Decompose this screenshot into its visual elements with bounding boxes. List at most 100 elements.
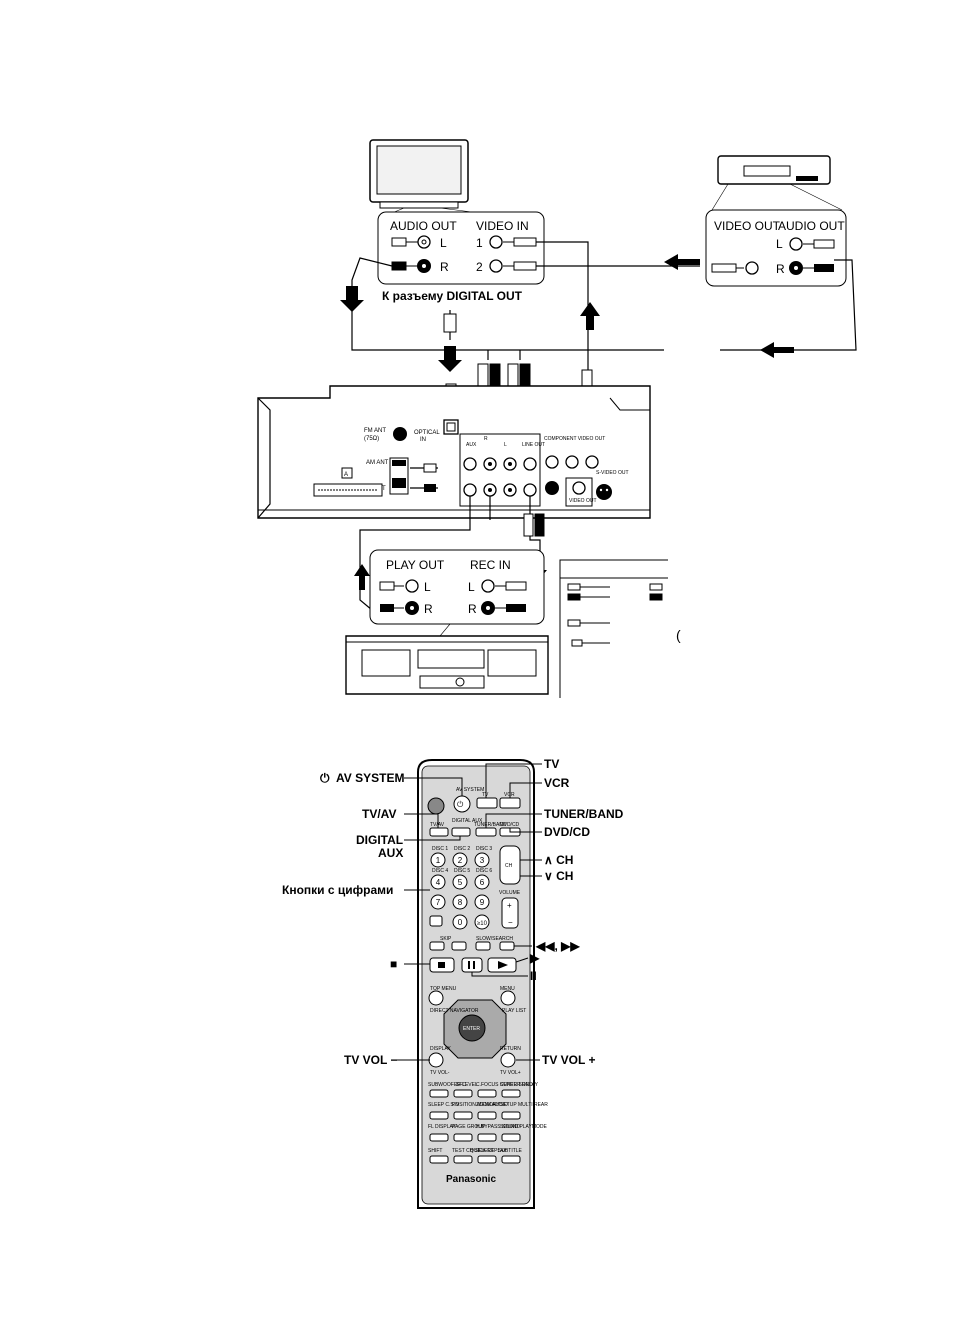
deck-l2-label: L <box>468 580 475 594</box>
vcr-button[interactable] <box>499 797 521 809</box>
digit-6-button[interactable] <box>474 874 490 890</box>
cable-legend: ( <box>559 559 681 698</box>
vcr-video-out-label: VIDEO OUT <box>714 219 781 233</box>
hbypass-button[interactable] <box>477 1133 497 1142</box>
menu-button[interactable] <box>500 990 516 1006</box>
digit-2: 2 <box>458 856 463 865</box>
tuner-band-button[interactable] <box>475 827 497 837</box>
enter-button[interactable] <box>458 1014 486 1042</box>
digit-2-button[interactable] <box>452 852 468 868</box>
digit-0-button[interactable] <box>452 914 468 930</box>
standby-button[interactable] <box>427 797 445 815</box>
remote-skip-label: SKIP <box>440 936 452 942</box>
callout-tv-vol-minus: TV VOL − <box>344 1053 397 1067</box>
bottom-label-7: SETUP MULTI REAR <box>500 1102 548 1108</box>
fl-display-button[interactable] <box>429 1133 449 1142</box>
fm-ant-jack <box>393 427 407 441</box>
position-memory-button[interactable] <box>453 1111 473 1120</box>
remote-digital-aux-label: DIGITAL AUX <box>452 818 483 824</box>
test-button[interactable] <box>453 1155 473 1164</box>
vcr-video-out-jack <box>745 261 759 275</box>
sfc-button[interactable] <box>453 1089 473 1098</box>
rewind-button[interactable] <box>475 941 491 951</box>
skip-back-button[interactable] <box>429 941 445 951</box>
zoom-button[interactable] <box>477 1111 497 1120</box>
arrow-up-play-out <box>354 564 370 590</box>
disc5-label: DISC 5 <box>454 868 470 874</box>
bottom-label-12: SHIFT <box>428 1148 442 1154</box>
callout-digital: DIGITAL <box>356 833 403 847</box>
tv-button[interactable] <box>476 797 498 809</box>
line-out-label: LINE OUT <box>522 442 545 448</box>
subtitle-button[interactable] <box>501 1155 521 1164</box>
callout-tvav: TV/AV <box>362 807 396 821</box>
vcr-l-label: L <box>776 237 783 251</box>
bottom-label-9: PAGE GROUP <box>452 1124 486 1130</box>
box-a-label: A <box>344 472 348 478</box>
display-button[interactable] <box>428 1052 444 1068</box>
callout-tuner-band: TUNER/BAND <box>544 807 624 821</box>
deck-play-l-jack <box>405 579 419 593</box>
sleep-button[interactable] <box>429 1111 449 1120</box>
digit-7-button[interactable] <box>430 894 446 910</box>
tvav-button[interactable] <box>429 827 449 837</box>
sound-button[interactable] <box>501 1133 521 1142</box>
receiver-rear-panel: FM ANT (75Ω) AM ANT EXT A OPTICAL IN AUX… <box>257 385 651 519</box>
page-button[interactable] <box>453 1133 473 1142</box>
digital-aux-button[interactable] <box>451 827 471 837</box>
digit-3-button[interactable] <box>474 852 490 868</box>
center-delay-button[interactable] <box>501 1089 521 1098</box>
callout-play: ▶ <box>529 951 540 965</box>
digit-3: 3 <box>480 856 485 865</box>
skip-forward-button[interactable] <box>451 941 467 951</box>
digit-1-button[interactable] <box>430 852 446 868</box>
digit-4-button[interactable] <box>430 874 446 890</box>
number-pad: DISC 1 DISC 2 DISC 3 DISC 4 DISC 5 DISC … <box>429 846 492 930</box>
cancel-button[interactable] <box>429 915 443 927</box>
setup-button[interactable] <box>501 1111 521 1120</box>
deck-r2-label: R <box>468 602 477 616</box>
remote-tuner-label: TUNER/BAND <box>474 822 507 828</box>
return-button[interactable] <box>500 1052 516 1068</box>
vcr-panel: VIDEO OUT AUDIO OUT L R <box>705 209 847 287</box>
digit-1: 1 <box>436 856 441 865</box>
remote-volume-label: VOLUME <box>499 890 521 896</box>
bottom-label-2: C.FOCUS SUPER SRND <box>476 1082 533 1088</box>
pause-button[interactable] <box>461 957 483 973</box>
arrow-up-video <box>580 302 600 330</box>
aux-label: AUX <box>466 442 477 448</box>
callout-aux: AUX <box>378 846 403 860</box>
remote-tv-vol-minus-label: TV VOL- <box>430 1070 450 1076</box>
bottom-label-0: SUBWOOFER LEVEL <box>428 1082 478 1088</box>
digit-0: 0 <box>458 918 463 927</box>
digit-5-button[interactable] <box>452 874 468 890</box>
top-menu-button[interactable] <box>428 990 444 1006</box>
quick-replay-button[interactable] <box>477 1155 497 1164</box>
video-out-label: VIDEO OUT <box>569 498 597 504</box>
digit-9-button[interactable] <box>474 894 490 910</box>
digit-8-button[interactable] <box>452 894 468 910</box>
subwoofer-button[interactable] <box>429 1089 449 1098</box>
digit-10-button[interactable] <box>474 914 490 930</box>
remote-av-system-label: AV SYSTEM <box>456 787 484 793</box>
remote-direct-nav-label: DIRECT NAVIGATOR <box>430 1008 479 1014</box>
tape-deck-illustration <box>345 623 549 695</box>
deck-r1-label: R <box>424 602 433 616</box>
remote-vcr-label: VCR <box>504 792 515 798</box>
cfocus-button[interactable] <box>477 1089 497 1098</box>
bottom-label-8: FL DISPLAY <box>428 1124 456 1130</box>
tv-in2-label: 2 <box>476 260 483 274</box>
callout-pause: II <box>530 969 537 983</box>
fast-forward-button[interactable] <box>499 941 515 951</box>
callout-vcr: VCR <box>544 776 570 790</box>
am-ant-label: AM ANT <box>366 460 389 466</box>
deck-rec-l-jack <box>481 579 495 593</box>
ch-rocker[interactable] <box>499 845 521 885</box>
rca-plugs-bottom <box>523 513 545 537</box>
digit-4: 4 <box>436 878 441 887</box>
svg-text:⏻: ⏻ <box>457 800 464 809</box>
volume-rocker[interactable] <box>501 897 519 929</box>
shift-button[interactable] <box>429 1155 449 1164</box>
tv-in1-label: 1 <box>476 236 483 250</box>
